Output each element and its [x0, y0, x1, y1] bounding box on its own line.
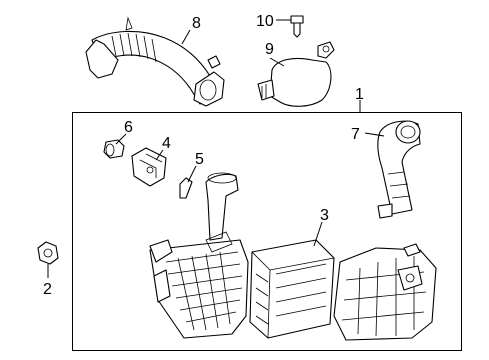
part-3-air-filter [249, 239, 335, 339]
leader-7 [364, 132, 385, 137]
part-2-nut [37, 241, 59, 265]
air-box-lower-housing [149, 172, 249, 339]
callout-6: 6 [124, 119, 133, 136]
leader-3 [313, 221, 323, 247]
air-box-upper-cover [333, 243, 437, 341]
callout-1: 1 [355, 86, 364, 103]
leader-4 [155, 149, 164, 161]
leader-5 [187, 165, 197, 183]
part-5-clip [179, 177, 193, 199]
assembly-frame [72, 112, 462, 351]
part-7-hose [377, 120, 421, 219]
leader-9 [269, 57, 285, 67]
callout-10: 10 [256, 13, 274, 30]
callout-8: 8 [192, 15, 201, 32]
leader-6 [115, 133, 127, 145]
callout-3: 3 [320, 207, 329, 224]
callout-5: 5 [195, 151, 204, 168]
leader-8 [181, 29, 191, 45]
callout-4: 4 [162, 135, 171, 152]
part-9-resonator [257, 41, 335, 107]
part-6-plug [103, 139, 125, 159]
callout-2: 2 [43, 281, 52, 298]
callout-9: 9 [265, 41, 274, 58]
part-8-intake-duct [85, 16, 225, 107]
callout-7: 7 [351, 126, 360, 143]
part-10-bolt [290, 15, 304, 38]
